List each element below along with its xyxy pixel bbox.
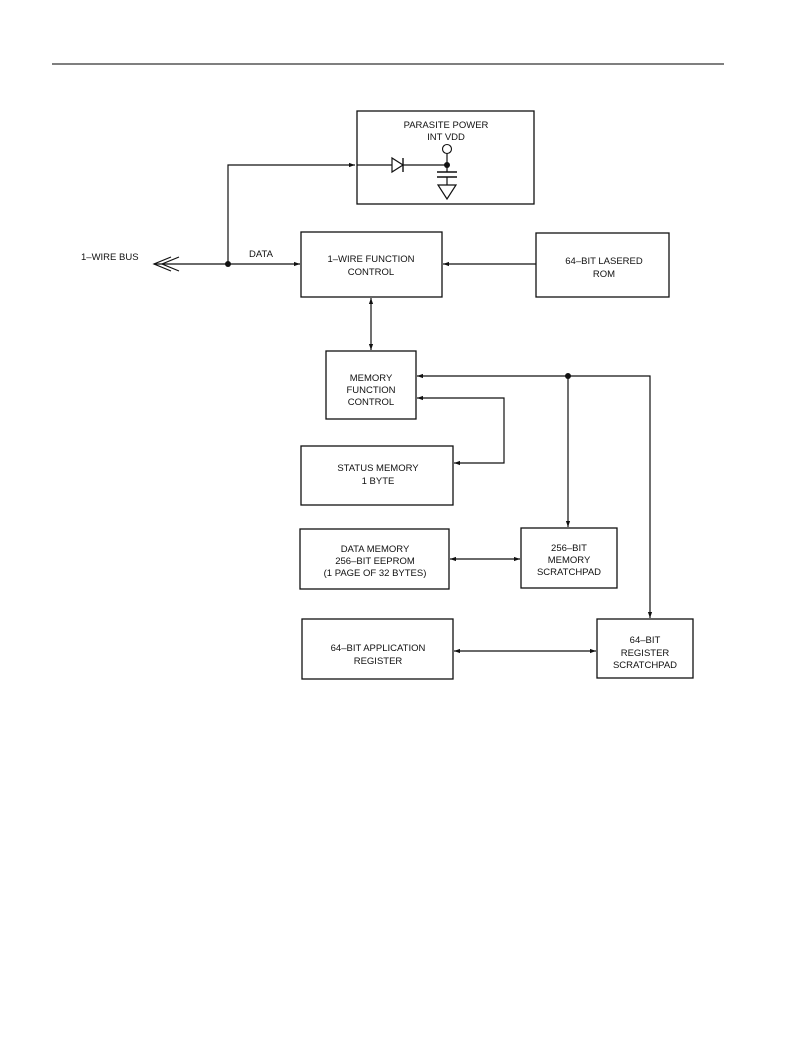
application-register-block: 64–BIT APPLICATION REGISTER	[301, 618, 454, 680]
application-register-label-1: 64–BIT APPLICATION	[331, 643, 426, 654]
scratchpad-junction	[565, 373, 571, 379]
memory-scratchpad-label-2: MEMORY	[548, 555, 591, 566]
data-label: DATA	[249, 249, 274, 260]
memory-scratchpad-label-3: SCRATCHPAD	[537, 567, 601, 578]
data-memory-label-3: (1 PAGE OF 32 BYTES)	[324, 568, 427, 579]
data-memory-label-1: DATA MEMORY	[341, 544, 410, 555]
wire-bus-label: 1–WIRE BUS	[81, 252, 139, 263]
application-register-label-2: REGISTER	[354, 656, 403, 667]
ground-symbol	[436, 184, 458, 201]
parasite-feed-line	[227, 162, 355, 264]
register-scratchpad-label-2: REGISTER	[621, 648, 670, 659]
register-scratchpad-label-3: SCRATCHPAD	[613, 660, 677, 671]
parasite-power-vdd-label: INT VDD	[427, 132, 465, 143]
parasite-power-block: PARASITE POWER INT VDD	[356, 110, 535, 205]
register-scratchpad-label-1: 64–BIT	[630, 635, 661, 646]
memory-function-bus-line	[417, 373, 653, 618]
rom-label-1: 64–BIT LASERED	[565, 256, 643, 267]
wire-function-label-1: 1–WIRE FUNCTION	[327, 254, 414, 265]
register-scratchpad-block: 64–BIT REGISTER SCRATCHPAD	[596, 618, 694, 679]
memory-function-control-block: MEMORY FUNCTION CONTROL	[325, 350, 417, 420]
memory-function-label-2: FUNCTION	[346, 385, 395, 396]
memory-function-label-1: MEMORY	[350, 373, 393, 384]
data-memory-label-2: 256–BIT EEPROM	[335, 556, 415, 567]
status-memory-label-1: STATUS MEMORY	[337, 463, 419, 474]
wire-function-label-2: CONTROL	[348, 267, 394, 278]
memory-function-label-3: CONTROL	[348, 397, 394, 408]
vdd-pin	[441, 143, 453, 155]
wire-function-control-block: 1–WIRE FUNCTION CONTROL	[300, 231, 443, 298]
lasered-rom-block: 64–BIT LASERED ROM	[535, 232, 670, 298]
status-memory-label-2: 1 BYTE	[362, 476, 395, 487]
parasite-power-label: PARASITE POWER	[404, 120, 489, 131]
diode-symbol	[357, 156, 447, 174]
memory-scratchpad-label-1: 256–BIT	[551, 543, 587, 554]
data-memory-block: DATA MEMORY 256–BIT EEPROM (1 PAGE OF 32…	[299, 528, 450, 590]
status-memory-block: STATUS MEMORY 1 BYTE	[300, 445, 454, 506]
rom-label-2: ROM	[593, 269, 615, 280]
memory-scratchpad-block: 256–BIT MEMORY SCRATCHPAD	[520, 527, 618, 589]
